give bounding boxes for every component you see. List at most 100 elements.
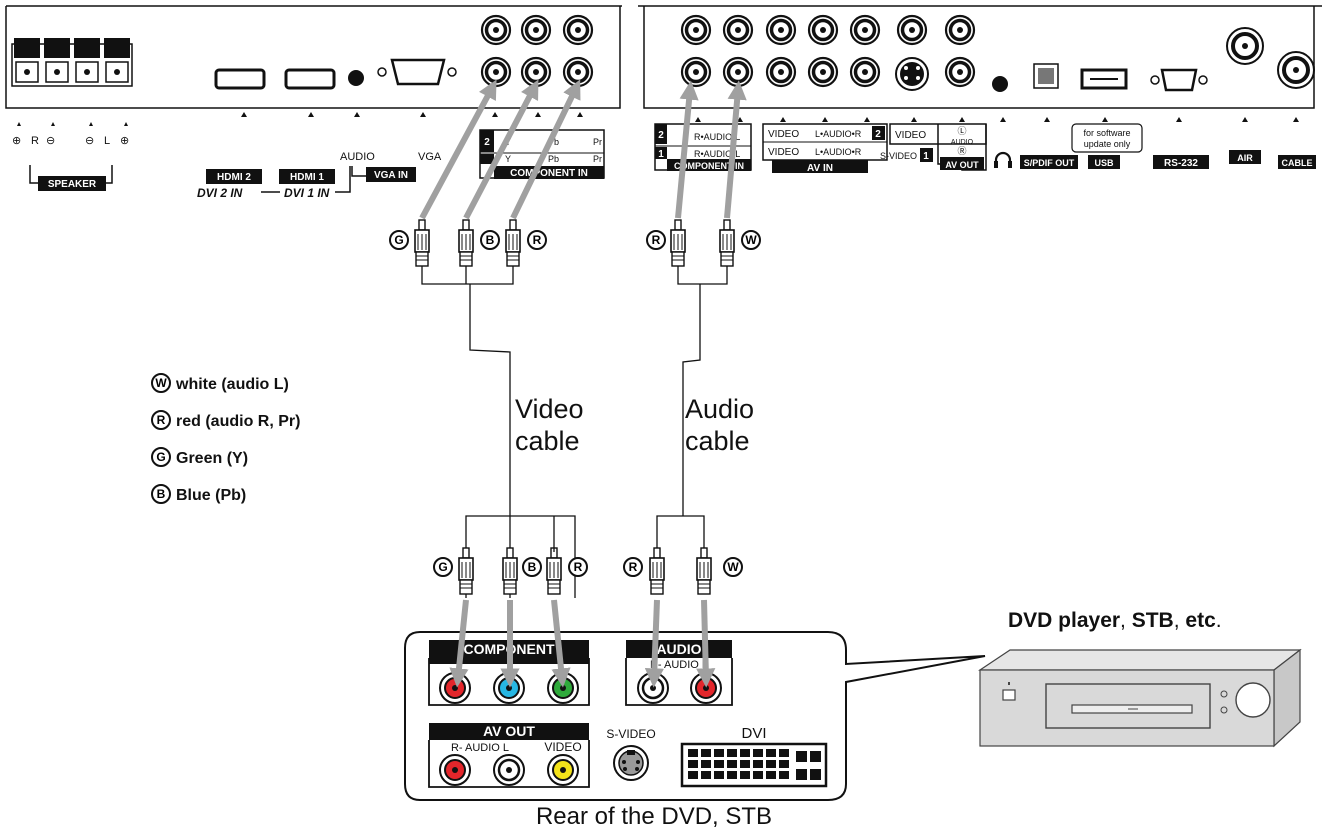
dvi-pin xyxy=(714,749,724,757)
legend-item-red: R red (audio R, Pr) xyxy=(151,410,300,430)
svg-text:R: R xyxy=(629,560,638,574)
legend-item-white: W white (audio L) xyxy=(151,373,289,393)
av-out-label: AV OUT xyxy=(945,160,979,170)
svg-text:Pb: Pb xyxy=(548,137,559,147)
dvi2-label: DVI 2 IN xyxy=(197,186,243,200)
video-cable-label-line2: cable xyxy=(515,426,580,456)
svg-text:B: B xyxy=(157,487,166,501)
svg-text:VIDEO: VIDEO xyxy=(544,740,581,754)
arrow-white-audio-from-dvd xyxy=(696,599,716,688)
dvi-pin xyxy=(766,771,776,779)
air-port xyxy=(1226,27,1264,65)
dvi-pin xyxy=(701,749,711,757)
dvi-pins xyxy=(688,749,821,780)
svg-text:R- AUDIO L: R- AUDIO L xyxy=(650,659,708,671)
svg-text:W: W xyxy=(745,233,757,247)
dvi-pin xyxy=(688,749,698,757)
svg-text:⊕: ⊕ xyxy=(12,135,21,147)
svg-text:1: 1 xyxy=(923,151,929,162)
jog-dial xyxy=(1235,682,1271,718)
dvd-av-out-label: AV OUT xyxy=(483,723,535,739)
svg-text:R: R xyxy=(533,233,542,247)
svg-text:VIDEO: VIDEO xyxy=(768,147,799,158)
speaker-label: SPEAKER xyxy=(48,179,97,190)
usb-label: USB xyxy=(1094,158,1114,168)
svg-text:W: W xyxy=(727,560,739,574)
tv-av-jacks xyxy=(680,14,976,88)
dvi-pin xyxy=(727,760,737,768)
audio-bottom-plug-markers: R W xyxy=(623,557,743,577)
hdmi1-label: HDMI 1 xyxy=(290,172,324,183)
usb-port xyxy=(1080,68,1128,90)
arrow-red-to-tv-pr xyxy=(510,79,581,220)
dvi-pin xyxy=(701,771,711,779)
hdmi2-label: HDMI 2 xyxy=(217,172,251,183)
audio-cable-label-line1: Audio xyxy=(685,394,754,424)
svg-text:DVI: DVI xyxy=(741,725,766,742)
avout-jack-red xyxy=(439,754,471,786)
vga-in-label: VGA IN xyxy=(374,170,408,181)
avout-jack-white xyxy=(493,754,525,786)
svg-text:R- AUDIO L: R- AUDIO L xyxy=(451,742,509,754)
right-port-markers xyxy=(695,117,1299,122)
component-in-label: COMPONENT IN xyxy=(510,168,588,179)
svg-text:1: 1 xyxy=(658,149,664,160)
dvi-pin xyxy=(740,771,750,779)
dvi-pin xyxy=(766,760,776,768)
air-label: AIR xyxy=(1237,153,1253,163)
dvd-device-title: DVD player, STB, etc. xyxy=(1008,609,1222,632)
headphone-port xyxy=(992,76,1008,92)
tv-right-panel: 2 1 R•AUDIO•L R•AUDIO•L COMPONENT IN VID… xyxy=(638,5,1322,174)
svg-text:VIDEO: VIDEO xyxy=(895,130,926,141)
audio-cable-label-line2: cable xyxy=(685,426,750,456)
vga-port xyxy=(377,58,457,86)
svg-text:R•AUDIO•L: R•AUDIO•L xyxy=(694,149,740,159)
dvi-pin xyxy=(727,749,737,757)
audio-port xyxy=(348,70,364,86)
vga-label: VGA xyxy=(418,151,442,163)
svg-text:Ⓡ: Ⓡ xyxy=(957,146,966,156)
svg-text:G: G xyxy=(394,233,403,247)
svg-text:⊖: ⊖ xyxy=(46,135,55,147)
video-top-plug-markers: G B R xyxy=(389,230,547,250)
svg-text:S-VIDEO: S-VIDEO xyxy=(606,727,655,741)
component-jack-red xyxy=(439,672,471,704)
svg-text:L•AUDIO•R: L•AUDIO•R xyxy=(815,147,862,157)
svg-text:AUDIO: AUDIO xyxy=(951,139,974,146)
dvd-audio-label: AUDIO xyxy=(656,641,701,657)
cable-port xyxy=(1277,51,1315,89)
dvi-pin xyxy=(740,749,750,757)
arrow-red-audio-from-dvd xyxy=(644,599,664,688)
svg-text:B: B xyxy=(486,233,495,247)
legend-item-blue: B Blue (Pb) xyxy=(151,484,246,504)
svg-text:white (audio L): white (audio L) xyxy=(175,376,289,393)
svg-text:Green (Y): Green (Y) xyxy=(176,450,248,467)
headphone-icon xyxy=(994,151,1012,168)
dvd-av-out-group: AV OUT R- AUDIO L VIDEO xyxy=(428,723,590,788)
dvd-rear-caption: Rear of the DVD, STB xyxy=(536,803,772,830)
audio-label: AUDIO xyxy=(340,151,375,163)
dvi-pin-large xyxy=(810,751,821,762)
svg-text:Pb: Pb xyxy=(548,154,559,164)
spdif-label: S/PDIF OUT xyxy=(1024,158,1075,168)
svg-text:R: R xyxy=(157,413,166,427)
arrow-green-from-dvd xyxy=(449,599,469,688)
legend-item-green: G Green (Y) xyxy=(151,447,248,467)
rs232-port xyxy=(1150,68,1208,92)
dvi-pin xyxy=(766,749,776,757)
video-cable-label-line1: Video xyxy=(515,394,584,424)
svg-text:⊕: ⊕ xyxy=(120,135,129,147)
svg-text:Pr: Pr xyxy=(593,154,602,164)
arrow-blue-to-tv-pb xyxy=(463,79,539,220)
dvi-pin xyxy=(701,760,711,768)
svg-text:VIDEO: VIDEO xyxy=(768,129,799,140)
dvi-pin-large xyxy=(810,769,821,780)
svg-text:red (audio R, Pr): red (audio R, Pr) xyxy=(176,413,300,430)
svg-text:2: 2 xyxy=(875,129,881,140)
dvi-pin xyxy=(688,760,698,768)
dvi-pin xyxy=(753,760,763,768)
svg-text:S-VIDEO: S-VIDEO xyxy=(880,151,917,161)
hdmi1-port xyxy=(284,68,336,90)
svg-text:⊖: ⊖ xyxy=(85,135,94,147)
